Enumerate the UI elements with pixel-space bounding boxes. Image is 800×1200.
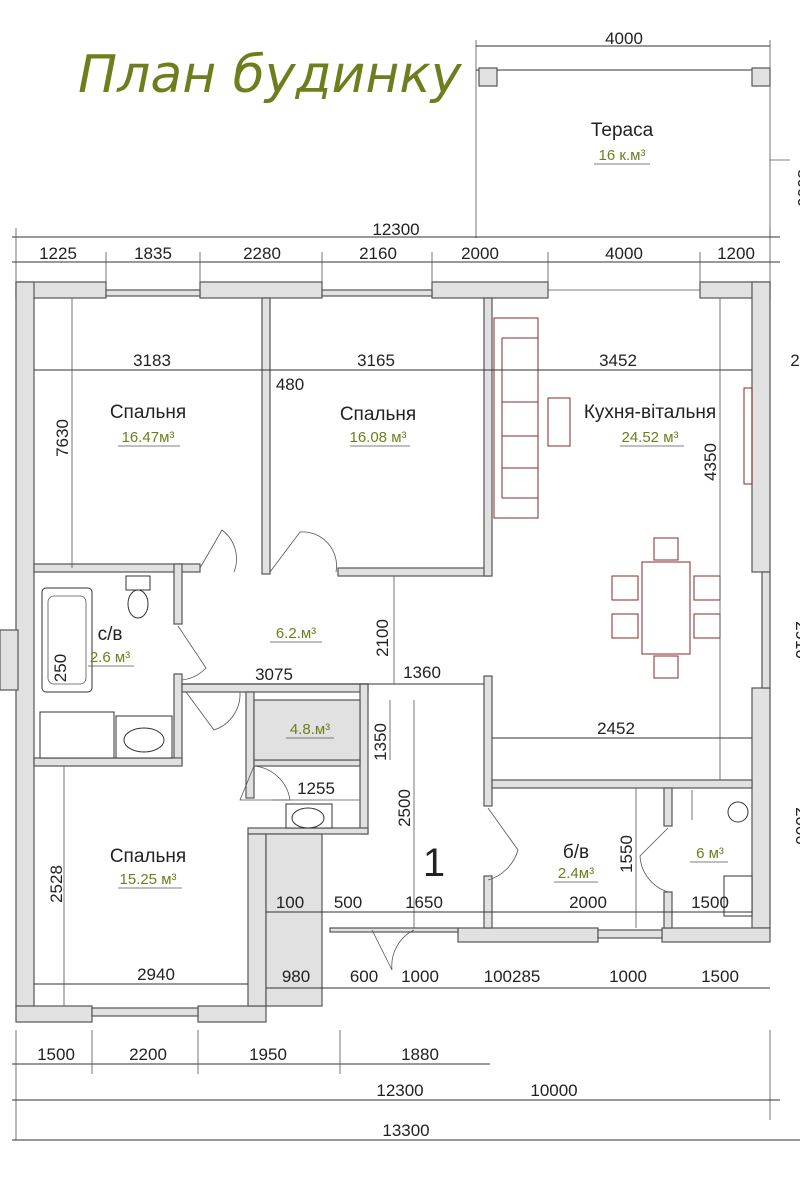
dim-hall-1360: 1360 <box>403 663 441 682</box>
dim-bath-250: 250 <box>51 654 70 682</box>
exterior-walls <box>0 281 771 1023</box>
bathroom-name: с/в <box>98 624 123 645</box>
dim-left-7630: 7630 <box>53 419 72 457</box>
dim-top-seg-2: 1835 <box>134 244 172 263</box>
dim-bottom-12300: 12300 <box>376 1081 423 1100</box>
dim-total-top: 12300 <box>372 220 419 239</box>
doors <box>177 529 669 971</box>
dimension-labels: 3183 3165 3452 480 7630 4350 2 2910 2000… <box>37 351 800 1140</box>
dim-bedroom3-2940: 2940 <box>137 965 175 984</box>
dim-right-edge-2000: 2000 <box>792 807 800 845</box>
dim-bottom-seg-2: 2200 <box>129 1045 167 1064</box>
bedroom-2-name: Спальня <box>340 404 416 425</box>
dim-low-6: 1500 <box>701 967 739 986</box>
dim-terrace-width: 4000 <box>605 29 643 48</box>
dim-bottom-total: 13300 <box>382 1121 429 1140</box>
dim-low-3: 1000 <box>401 967 439 986</box>
dim-low-5: 1000 <box>609 967 647 986</box>
dim-terrace-depth: 3000 <box>794 169 800 207</box>
terrace: Тераса 16 к.м³ 4000 3000 <box>475 29 800 238</box>
dim-kitchen-2452: 2452 <box>597 719 635 738</box>
dim-top-seg-7: 1200 <box>717 244 755 263</box>
bedroom-2-area: 16.08 м³ <box>349 429 406 446</box>
dim-left-2528: 2528 <box>47 865 66 903</box>
dim-mid-5: 1500 <box>691 893 729 912</box>
dim-wc-1550: 1550 <box>617 835 636 873</box>
dim-inner-2: 3165 <box>357 351 395 370</box>
dim-right-4350: 4350 <box>701 443 720 481</box>
dim-hall-3075: 3075 <box>255 665 293 684</box>
interior-walls <box>33 297 753 1007</box>
dim-top-seg-6: 4000 <box>605 244 643 263</box>
dim-inner-3: 3452 <box>599 351 637 370</box>
room-labels: Спальня 16.47м³ Спальня 16.08 м³ Кухня-в… <box>88 402 728 889</box>
dim-mid-1: 100 <box>276 893 304 912</box>
dim-inner-1: 3183 <box>133 351 171 370</box>
interior-dimensions <box>34 298 770 1006</box>
fixtures <box>39 575 753 917</box>
bedroom-1-area: 16.47м³ <box>122 429 175 446</box>
hall-area: 6.2.м³ <box>276 625 316 642</box>
bottom-dimensions <box>12 1030 800 1141</box>
kitchen-furniture <box>493 317 753 679</box>
dim-hall-2100: 2100 <box>373 619 392 657</box>
dim-mid-2: 500 <box>334 893 362 912</box>
wc-area: 2.4м³ <box>558 865 594 882</box>
dim-hall-1350: 1350 <box>371 723 390 761</box>
plan-title: План будинку <box>78 45 463 105</box>
kitchen-area: 24.52 м³ <box>621 429 678 446</box>
dim-top-seg-1: 1225 <box>39 244 77 263</box>
dim-bottom-seg-1: 1500 <box>37 1045 75 1064</box>
dim-hall-2500: 2500 <box>395 789 414 827</box>
dim-bottom-10000: 10000 <box>530 1081 577 1100</box>
dim-low-4: 100285 <box>484 967 541 986</box>
dim-top-seg-3: 2280 <box>243 244 281 263</box>
bedroom-3-area: 15.25 м³ <box>119 871 176 888</box>
dim-low-1: 980 <box>282 967 310 986</box>
top-dimensions: 12300 1225 1835 2280 2160 2000 4000 1200 <box>12 220 780 290</box>
dim-right-edge-2910: 2910 <box>792 621 800 659</box>
dim-mid-3: 1650 <box>405 893 443 912</box>
boiler-area: 6 м³ <box>696 845 724 862</box>
bathroom-area: 2.6 м³ <box>90 649 130 666</box>
dim-wall-480: 480 <box>276 375 304 394</box>
wc-name: б/в <box>563 842 589 863</box>
terrace-area: 16 к.м³ <box>599 147 646 164</box>
terrace-name: Тераса <box>591 120 654 141</box>
bedroom-1-name: Спальня <box>110 402 186 423</box>
dim-low-2: 600 <box>350 967 378 986</box>
bedroom-3-name: Спальня <box>110 846 186 867</box>
kitchen-name: Кухня-вітальня <box>584 402 716 423</box>
dim-bottom-seg-4: 1880 <box>401 1045 439 1064</box>
dim-top-seg-5: 2000 <box>461 244 499 263</box>
dim-mid-4: 2000 <box>569 893 607 912</box>
dim-bottom-seg-3: 1950 <box>249 1045 287 1064</box>
dim-bath2-1255: 1255 <box>297 779 335 798</box>
entrance-number: 1 <box>423 841 445 885</box>
storage-area: 4.8.м³ <box>290 721 330 738</box>
dim-top-seg-4: 2160 <box>359 244 397 263</box>
dim-right-edge-2: 2 <box>790 351 799 370</box>
